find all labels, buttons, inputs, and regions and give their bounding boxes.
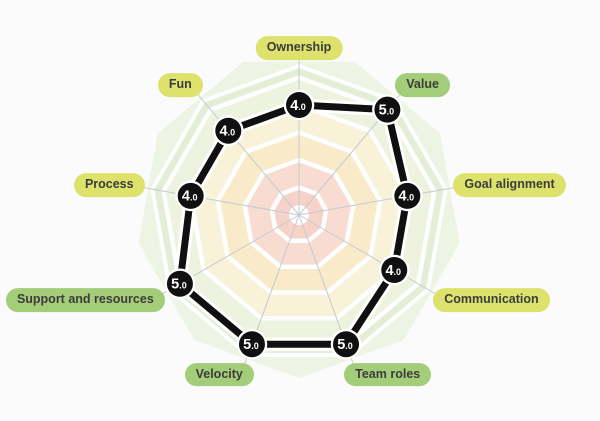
axis-spoke-fun — [191, 86, 300, 216]
axis-label-support-and-resources[interactable]: Support and resources — [5, 288, 165, 312]
axis-label-communication[interactable]: Communication — [433, 288, 550, 312]
data-point-value: 4.0 — [385, 263, 401, 279]
data-point-value: 4.0 — [399, 189, 415, 205]
axis-label-text: Process — [84, 177, 134, 192]
data-point-value: 5.0 — [379, 102, 395, 118]
axis-label-goal-alignment[interactable]: Goal alignment — [453, 173, 566, 198]
data-point-team-roles: 5.0 — [330, 328, 362, 360]
axis-label-text: Goal alignment — [464, 177, 555, 192]
axis-label-text: Communication — [444, 292, 539, 307]
data-point-circle — [381, 257, 408, 283]
data-point-value: 5.0 — [243, 337, 259, 353]
data-point-value: 4.0 — [219, 124, 235, 140]
data-polygon — [176, 101, 411, 348]
data-point-ownership: 4.0 — [283, 89, 315, 121]
axis-label-text: Fun — [168, 76, 192, 91]
axis-label-text: Velocity — [195, 366, 243, 381]
data-point-value: 4.0 — [182, 189, 198, 205]
data-point-process: 4.0 — [175, 180, 206, 212]
axis-label-value[interactable]: Value — [395, 72, 450, 97]
data-point-value: 5.0 — [171, 277, 187, 293]
data-point-circle — [238, 331, 265, 358]
axis-label-ownership[interactable]: Ownership — [255, 36, 343, 60]
axis-label-text: Support and resources — [16, 292, 154, 307]
axis-label-velocity[interactable]: Velocity — [184, 362, 254, 387]
data-point-support-and-resources: 5.0 — [164, 268, 196, 300]
data-point-circle — [215, 117, 242, 144]
data-point-value: 5.0 — [372, 94, 403, 125]
axis-label-text: Value — [406, 76, 439, 91]
data-point-value: 4.0 — [290, 98, 306, 114]
data-point-fun: 4.0 — [212, 115, 244, 147]
data-point-circle — [166, 270, 193, 297]
data-point-circle — [286, 92, 312, 118]
axis-spoke-goal-alignment — [298, 185, 464, 216]
axis-label-text: Ownership — [266, 40, 332, 55]
data-point-value: 5.0 — [337, 337, 353, 353]
axis-label-text: Team roles — [355, 366, 421, 381]
axis-label-team-roles[interactable]: Team roles — [344, 362, 432, 387]
axis-label-fun[interactable]: Fun — [157, 72, 203, 97]
data-point-velocity: 5.0 — [236, 328, 268, 360]
axis-spoke-communication — [298, 214, 444, 299]
data-point-circle — [394, 182, 421, 209]
data-point-circle — [333, 331, 360, 358]
axis-spoke-process — [134, 185, 300, 216]
data-point-circle — [374, 96, 401, 123]
data-point-goal-alignment: 4.0 — [392, 180, 423, 212]
data-point-circle — [177, 182, 204, 209]
data-point-communication: 4.0 — [378, 254, 410, 286]
axis-label-process[interactable]: Process — [73, 173, 145, 198]
